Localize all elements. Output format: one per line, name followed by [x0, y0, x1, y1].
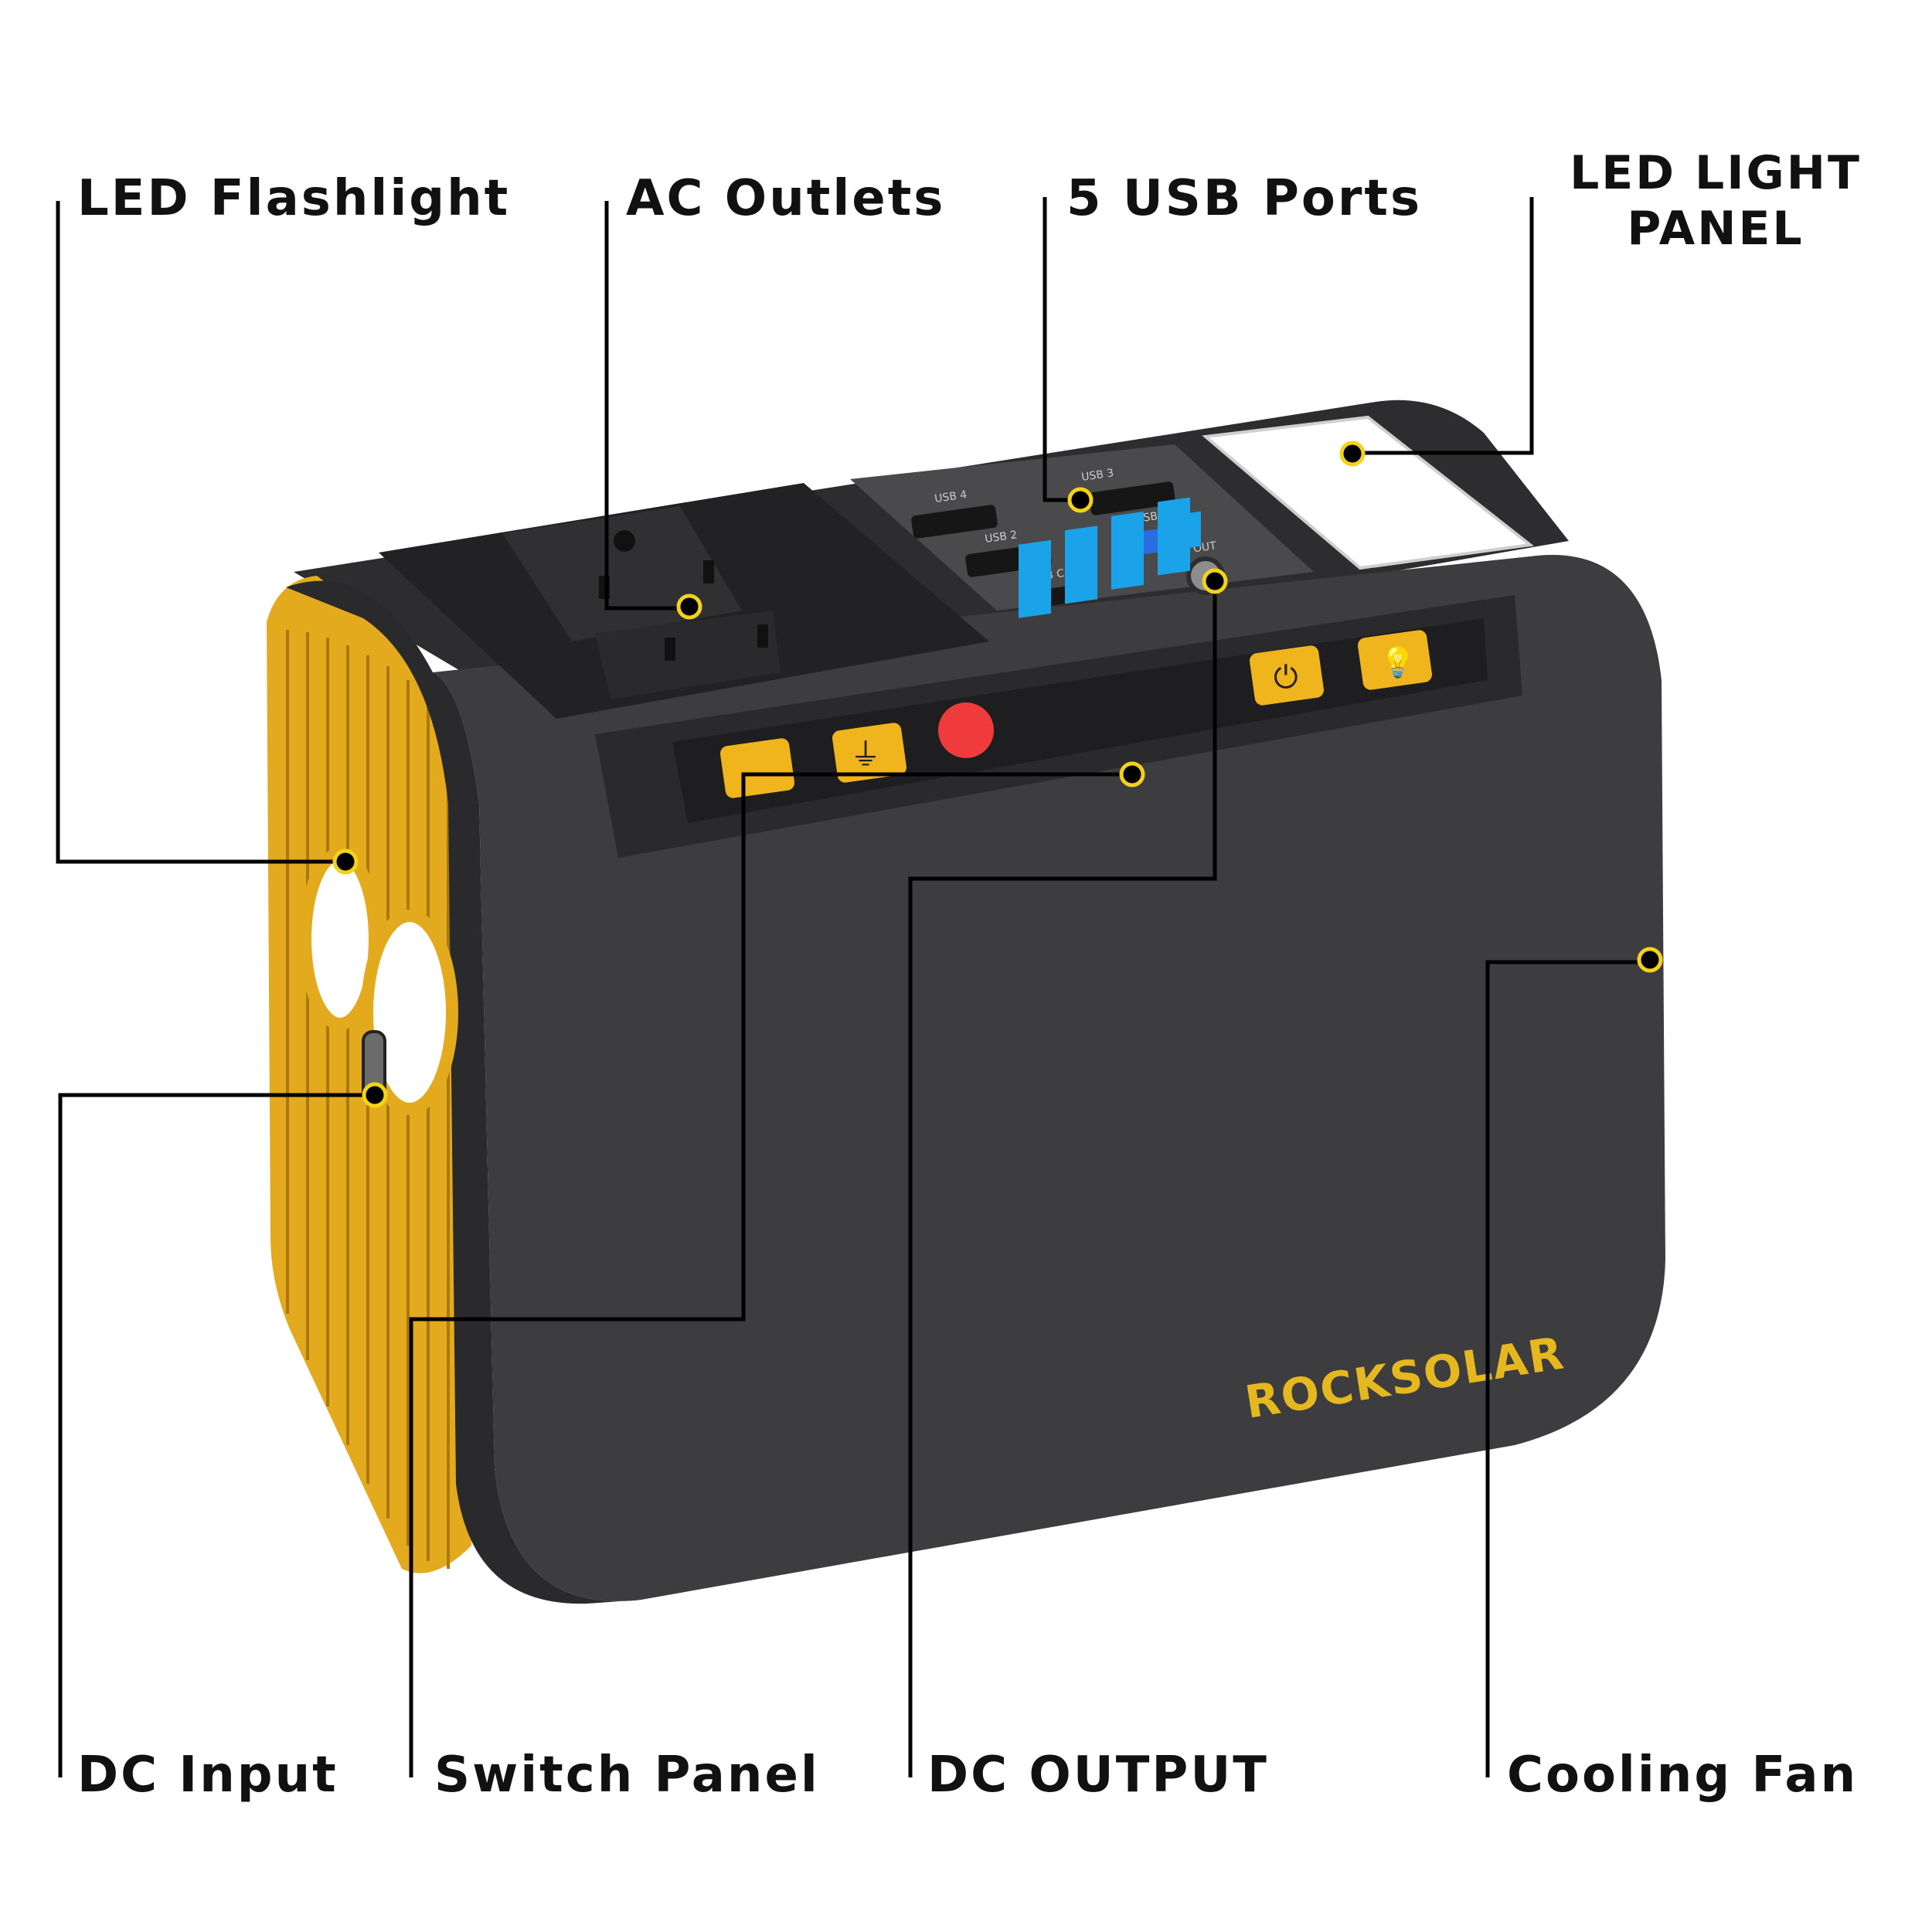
ac-outlet-socket-bottom: [595, 611, 781, 699]
leader-switch-panel: [409, 772, 1131, 1777]
label-dc-output: DC OUTPUT: [927, 1747, 1269, 1804]
label-switch-panel: Switch Panel: [434, 1747, 820, 1804]
label-led-flashlight: LED Flashlight: [77, 170, 511, 227]
anchor-dot: [1202, 568, 1228, 594]
battery-bar: [1158, 497, 1190, 576]
ac-prong-slot: [665, 638, 675, 661]
label-led-light-panel-line1: LED LIGHT: [1570, 146, 1862, 200]
front-edge: [286, 580, 641, 1604]
anchor-dot: [362, 1082, 388, 1108]
led-light-panel: [1202, 415, 1534, 570]
leader-dc-output: [908, 581, 1217, 1777]
usb-port-label: USB 2: [984, 529, 1018, 546]
label-usb-ports: 5 USB Ports: [1066, 170, 1423, 227]
ac-prong-slot: [757, 624, 768, 648]
leader-dc-input: [58, 1093, 375, 1777]
anchor-dot: [676, 594, 702, 620]
usb-port: [1089, 481, 1175, 515]
power-icon: ⏻: [1274, 660, 1298, 696]
power-button: [1250, 645, 1324, 706]
battery-bar: [1111, 511, 1144, 590]
ac-prong-slot: [703, 560, 714, 583]
bulb-icon: 💡: [1379, 645, 1416, 679]
leader-led-flashlight: [56, 201, 344, 864]
label-led-light-panel: LED LIGHT PANEL: [1553, 145, 1878, 257]
flashlight-lens: [361, 910, 458, 1115]
label-cooling-fan: Cooling Fan: [1507, 1747, 1859, 1804]
label-dc-input: DC Input: [77, 1747, 338, 1804]
usb-port: [911, 505, 998, 539]
ac-plug-icon: ⏚: [850, 737, 881, 773]
battery-bar: [1019, 539, 1051, 618]
indicator-red: [938, 702, 994, 758]
label-ac-outlets: AC Outlets: [626, 170, 946, 227]
anchor-dot: [332, 849, 359, 875]
leader-ac-outlets: [604, 201, 688, 611]
leader-lines: [56, 197, 1650, 1777]
light-button: [1358, 630, 1432, 690]
anchor-dot: [1067, 487, 1094, 513]
anchor-dot: [1339, 440, 1366, 467]
leader-cooling-fan: [1485, 960, 1650, 1777]
power-station-product: USB 4 USB 3 USB 2 USB 1 USB C DC OUT ⏚ ⏻…: [267, 400, 1665, 1604]
battery-bar: [1065, 526, 1097, 604]
label-led-light-panel-line2: PANEL: [1627, 202, 1804, 256]
flashlight-button: [720, 738, 794, 798]
ac-button: [832, 723, 906, 783]
usb-port-label: USB 3: [1080, 467, 1114, 484]
leader-led-light-panel: [1354, 197, 1534, 455]
anchor-dot: [1637, 947, 1663, 973]
usb-port-label: USB 4: [934, 488, 968, 505]
ac-ground-hole: [614, 530, 635, 552]
anchor-dots: [332, 440, 1663, 1108]
battery-tip: [1190, 511, 1201, 548]
anchor-dot: [1119, 761, 1145, 787]
